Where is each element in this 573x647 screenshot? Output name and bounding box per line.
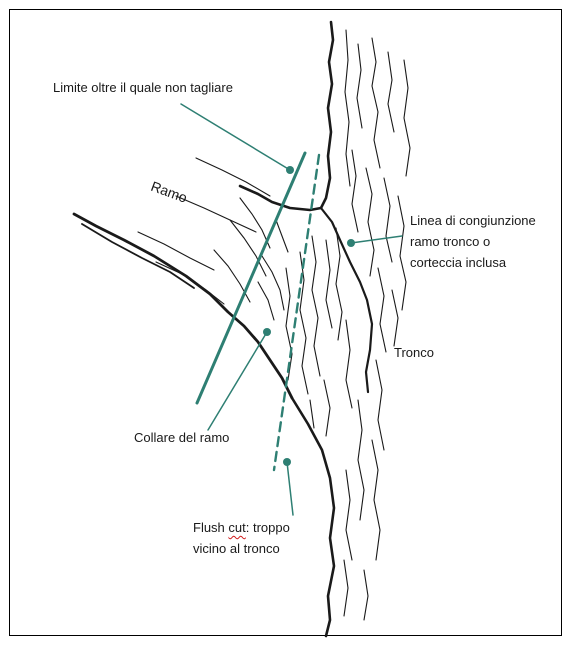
limit-dot	[286, 166, 294, 174]
junction-leader-line	[351, 236, 402, 243]
flush-cut-line	[274, 155, 319, 470]
trunk-bark-line	[321, 208, 372, 392]
flush-cut-word: cut	[228, 520, 245, 535]
trunk-lower-outline	[292, 398, 334, 636]
limit-leader-line	[181, 104, 290, 170]
junction-label-line-1: Linea di congiunzione	[410, 210, 536, 231]
flush-rest: : troppo	[246, 520, 290, 535]
flush-cut-label-line-1: Flush cut: troppo	[193, 517, 290, 538]
junction-dot	[347, 239, 355, 247]
junction-label: Linea di congiunzione ramo tronco o cort…	[410, 210, 536, 273]
flush-cut-label-line-2: vicino al tronco	[193, 538, 290, 559]
branch-bark-line	[82, 224, 194, 288]
trunk-left-outline	[321, 22, 333, 208]
junction-label-line-3: corteccia inclusa	[410, 252, 536, 273]
flush-leader-line	[287, 462, 293, 515]
collar-leader-line	[208, 332, 267, 430]
collar-label: Collare del ramo	[134, 427, 229, 448]
collar-dot	[263, 328, 271, 336]
flush-dot	[283, 458, 291, 466]
flush-cut-label: Flush cut: troppo vicino al tronco	[193, 517, 290, 559]
branch-lower-outline	[74, 214, 292, 398]
junction-label-line-2: ramo tronco o	[410, 231, 536, 252]
limit-label: Limite oltre il quale non tagliare	[53, 77, 233, 98]
flush-word: Flush	[193, 520, 225, 535]
trunk-label: Tronco	[394, 342, 434, 363]
bark-texture	[286, 30, 410, 620]
